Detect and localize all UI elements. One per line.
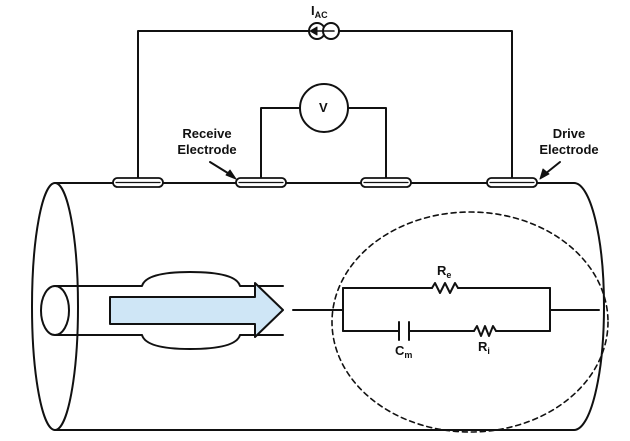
current-source-label: IAC bbox=[311, 3, 328, 20]
flow-arrow bbox=[109, 282, 284, 338]
receive-circuit-wire bbox=[260, 107, 387, 182]
drive-circuit-wire bbox=[137, 30, 513, 182]
cylinder-right-end bbox=[573, 182, 605, 431]
magnified-region bbox=[331, 211, 609, 433]
receive-electrode-label: Receive Electrode bbox=[177, 126, 237, 157]
ri-resistor-icon bbox=[473, 325, 497, 337]
drive-pointer-line bbox=[544, 161, 561, 175]
re-resistor-icon bbox=[431, 282, 459, 294]
electrodes bbox=[112, 177, 538, 188]
ri-label: Ri bbox=[478, 339, 490, 356]
cm-capacitor-icon bbox=[398, 321, 410, 341]
receive-pointer-head bbox=[225, 169, 237, 180]
drive-electrode-label: Drive Electrode bbox=[539, 126, 599, 157]
drive-pointer-head bbox=[539, 168, 550, 180]
inner-tube bbox=[40, 271, 284, 350]
equivalent-circuit bbox=[292, 282, 600, 341]
voltmeter-icon bbox=[299, 83, 349, 133]
voltmeter-label: V bbox=[319, 100, 328, 115]
cm-label: Cm bbox=[395, 343, 413, 360]
re-label: Re bbox=[437, 263, 452, 280]
current-source-icon bbox=[308, 22, 340, 40]
